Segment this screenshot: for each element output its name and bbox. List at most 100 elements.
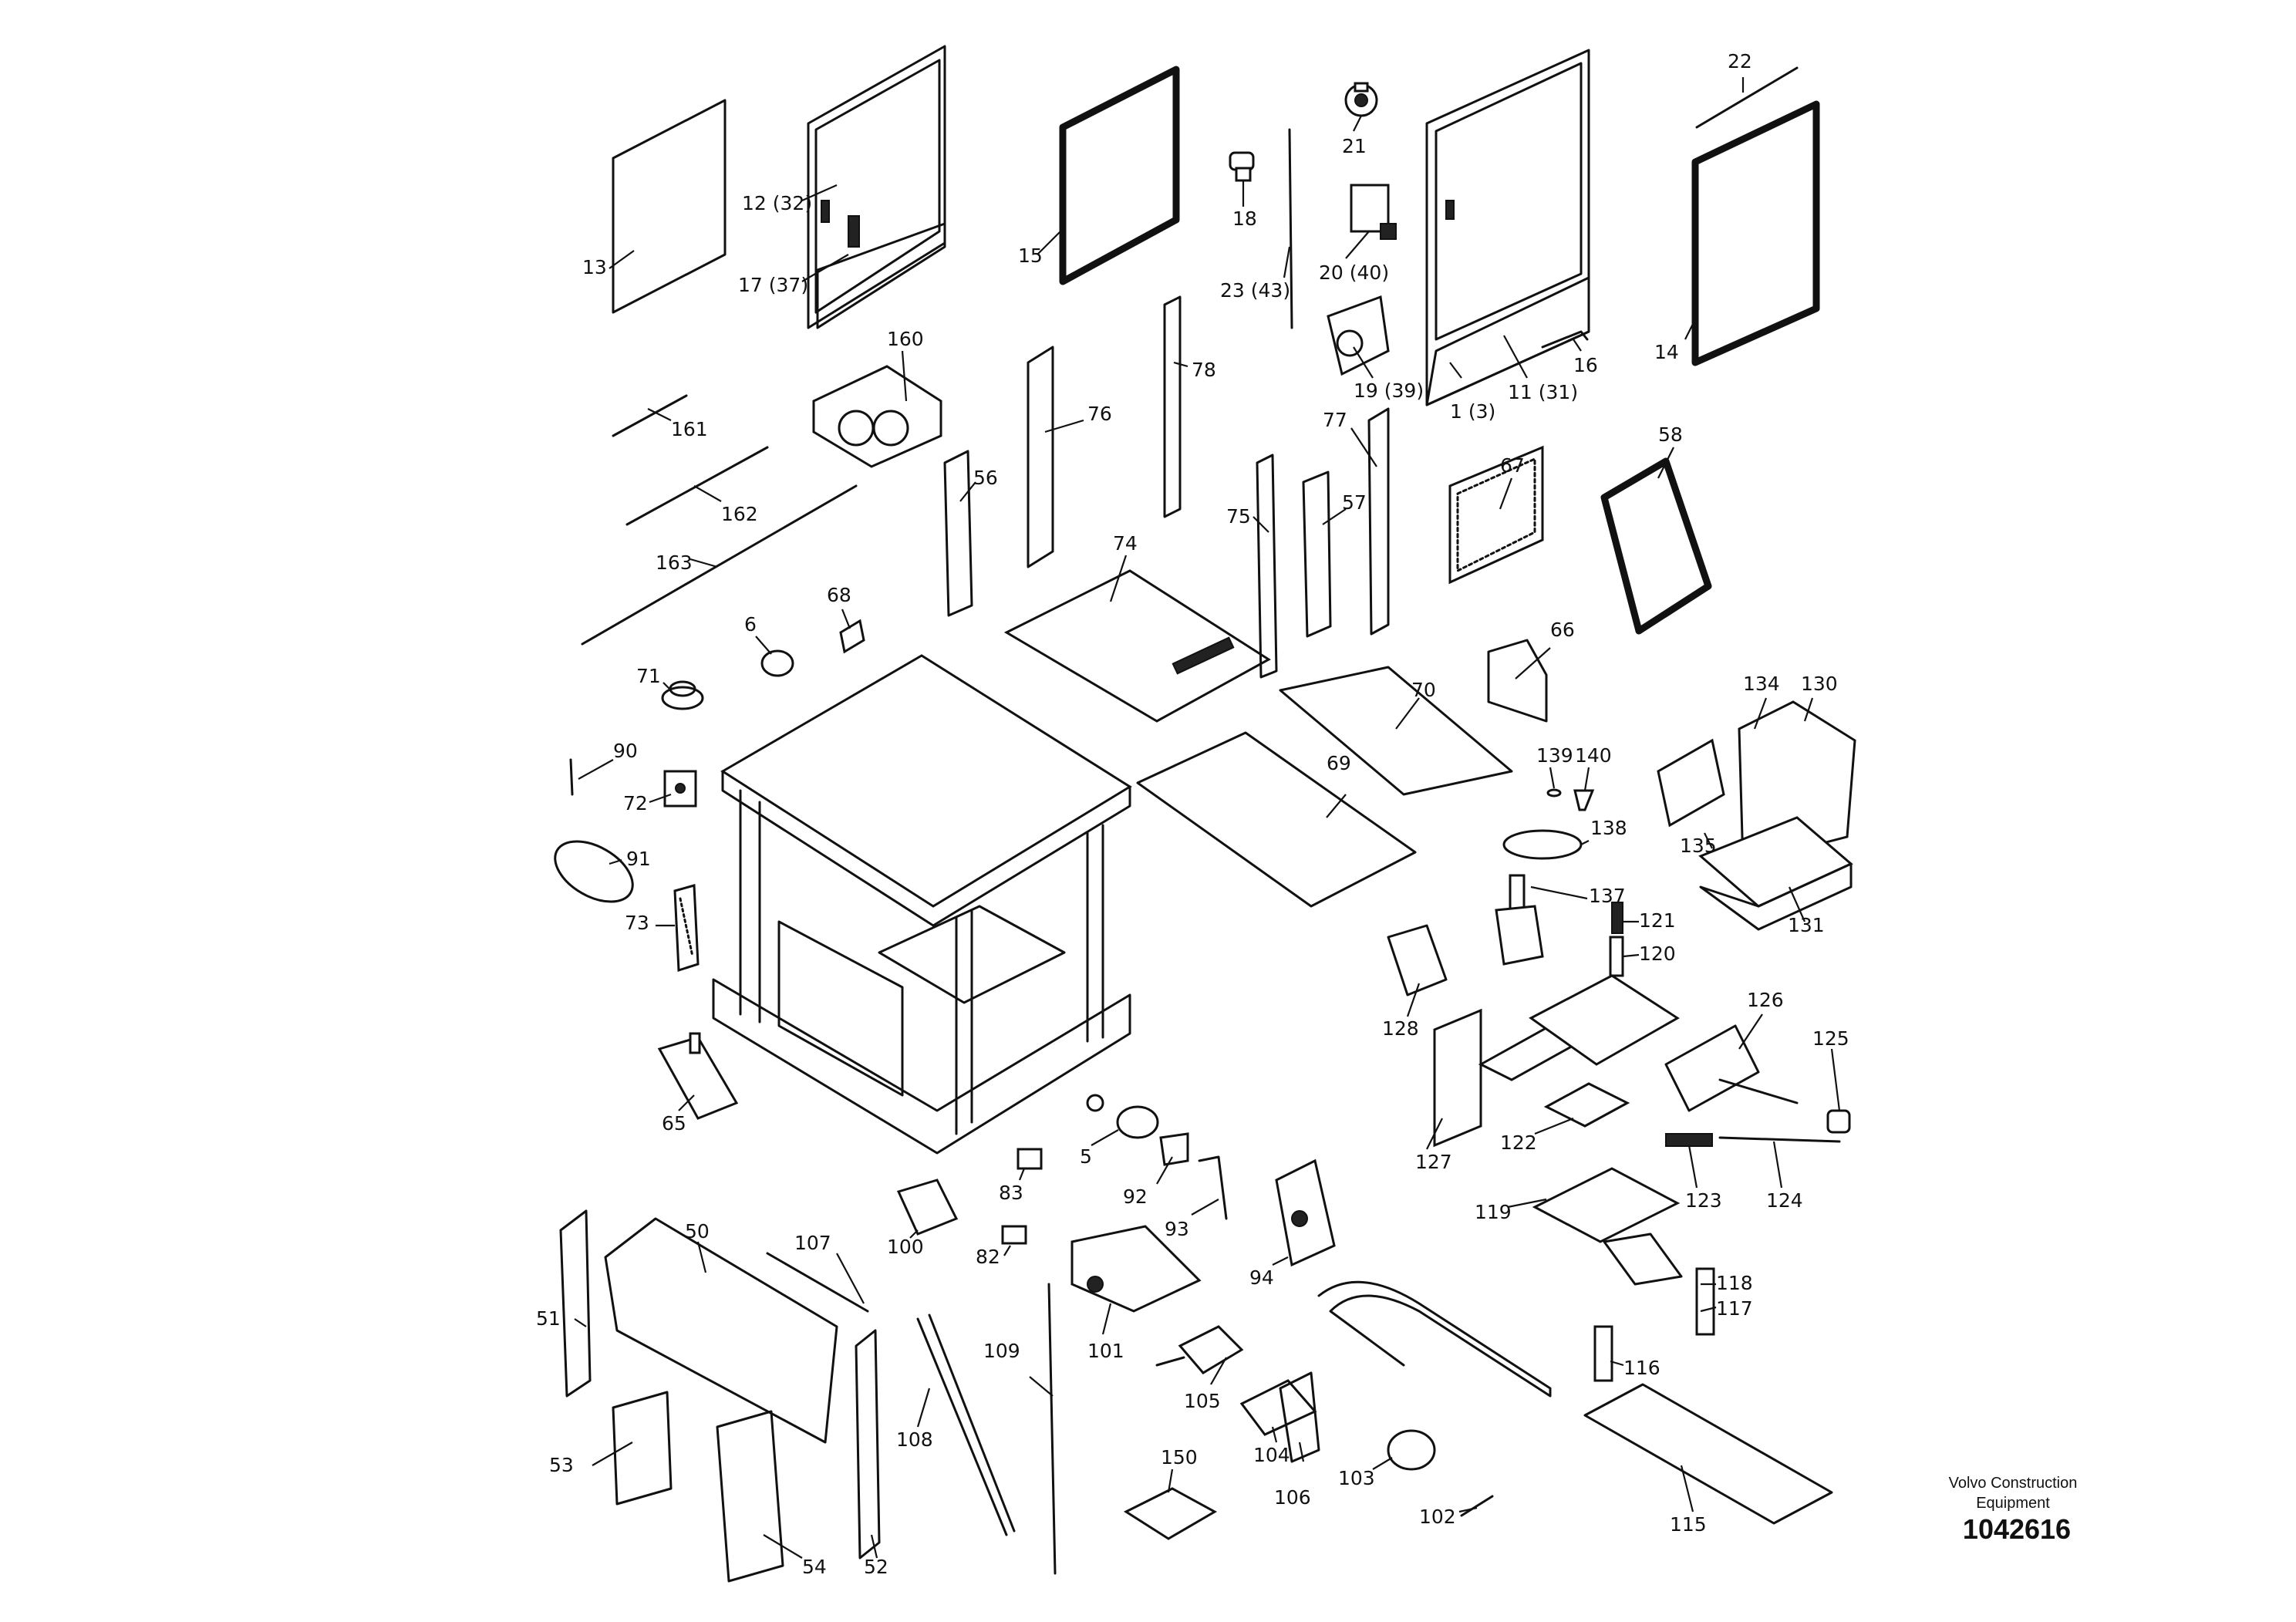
callout-16: 16 [1573,354,1598,376]
part-119-plate [1532,1167,1681,1243]
callout-78: 78 [1192,359,1216,381]
brand-label: Volvo Construction Equipment [1882,1473,2144,1513]
part-73-grille [673,884,700,973]
part-56-side-trim [943,450,973,617]
callout-115: 115 [1670,1513,1707,1536]
part-130-seat [1698,700,1856,908]
callout-54: 54 [802,1556,827,1578]
part-77-pillar-trim [1367,407,1390,636]
part-104-motor [1239,1379,1317,1436]
callout-18: 18 [1232,207,1257,230]
callout-12: 12 (32) [742,192,812,214]
part-5-fitting [1086,1094,1159,1139]
part-50-windscreen [604,1217,838,1444]
callout-75: 75 [1226,505,1251,528]
part-19-lock-plate [1327,295,1390,376]
part-109-wiper-blade [1047,1283,1057,1575]
callout-65: 65 [662,1112,686,1135]
part-22-rod [1695,66,1799,129]
part-91-steering-wheel [554,840,634,903]
part-16-handle [1541,330,1589,349]
callout-17: 17 (37) [738,274,808,296]
part-126-plate [1664,1024,1799,1112]
part-bracket-right [1603,1233,1683,1286]
callout-52: 52 [864,1556,888,1578]
part-71-vent [661,680,704,710]
part-65-mirror [657,1032,739,1120]
part-51-side-glass [559,1209,592,1398]
callout-15: 15 [1018,244,1043,267]
part-140-clip [1573,789,1595,811]
callout-104: 104 [1253,1444,1290,1466]
callout-126: 126 [1747,989,1784,1011]
callout-117: 117 [1716,1297,1753,1320]
part-100-bracket [896,1179,959,1236]
part-21-lock-cylinder [1344,82,1378,117]
leader-lines [574,77,1841,1559]
part-console-base [1529,974,1680,1066]
callout-103: 103 [1338,1467,1375,1489]
callout-106: 106 [1274,1486,1311,1509]
part-14-window-seal [1691,100,1820,366]
callout-5: 5 [1080,1145,1092,1168]
callout-127: 127 [1415,1151,1452,1173]
part-18-connector [1229,151,1255,182]
callout-56: 56 [973,467,998,489]
callout-74: 74 [1113,532,1138,555]
part-82-knob [1001,1225,1027,1245]
callout-150: 150 [1161,1446,1198,1469]
callout-102: 102 [1419,1506,1456,1528]
callout-109: 109 [983,1340,1020,1362]
callout-19: 19 (39) [1354,379,1424,402]
part-105-motor [1155,1325,1244,1374]
callout-105: 105 [1184,1390,1221,1412]
callout-118: 118 [1716,1272,1753,1294]
part-121-spring [1611,902,1623,934]
part-11-door [1425,49,1590,406]
part-161-rod [612,394,688,437]
part-15-window-seal [1059,66,1180,285]
part-139-clip [1546,788,1562,798]
part-68-clip [839,619,865,654]
part-120-spindle [1609,936,1624,977]
callout-77: 77 [1323,409,1347,431]
callout-72: 72 [623,792,648,814]
brand-line-2: Equipment [1976,1495,2050,1512]
callout-58: 58 [1658,423,1683,446]
part-106-bracket [1279,1371,1320,1463]
callout-57: 57 [1342,491,1367,514]
part-57-side-trim [1302,470,1332,638]
callout-92: 92 [1123,1185,1148,1208]
part-131-seat-base [1699,862,1853,931]
part-23-rod [1288,128,1293,329]
callout-93: 93 [1165,1218,1189,1240]
callout-107: 107 [794,1232,831,1254]
callout-160: 160 [887,328,924,350]
callout-140: 140 [1575,744,1612,767]
part-103-buzzer [1387,1429,1436,1471]
part-66-bracket [1487,639,1548,723]
part-107-rod [766,1252,869,1313]
part-116-mount [1593,1325,1613,1382]
callout-161: 161 [671,418,708,440]
callout-108: 108 [896,1428,933,1451]
brand-line-1: Volvo Construction [1948,1475,2078,1492]
callout-94: 94 [1249,1266,1274,1289]
callout-20: 20 (40) [1319,261,1389,284]
callout-121: 121 [1639,909,1676,932]
callout-1: 1 (3) [1450,400,1495,423]
part-69-floor-mat [1136,731,1417,908]
callout-131: 131 [1788,914,1825,936]
callout-162: 162 [721,503,758,525]
document-number: 1042616 [1962,1513,2072,1545]
callout-68: 68 [827,584,851,606]
part-13-glass-pane [612,99,727,314]
part-160-heater-unit [812,365,942,468]
part-128-bracket [1387,924,1448,996]
cab-frame [712,654,1132,1155]
part-78-pillar-trim [1163,295,1182,518]
part-163-rod [581,484,858,646]
callout-82: 82 [976,1246,1000,1268]
part-115-cover-plate [1583,1383,1833,1525]
